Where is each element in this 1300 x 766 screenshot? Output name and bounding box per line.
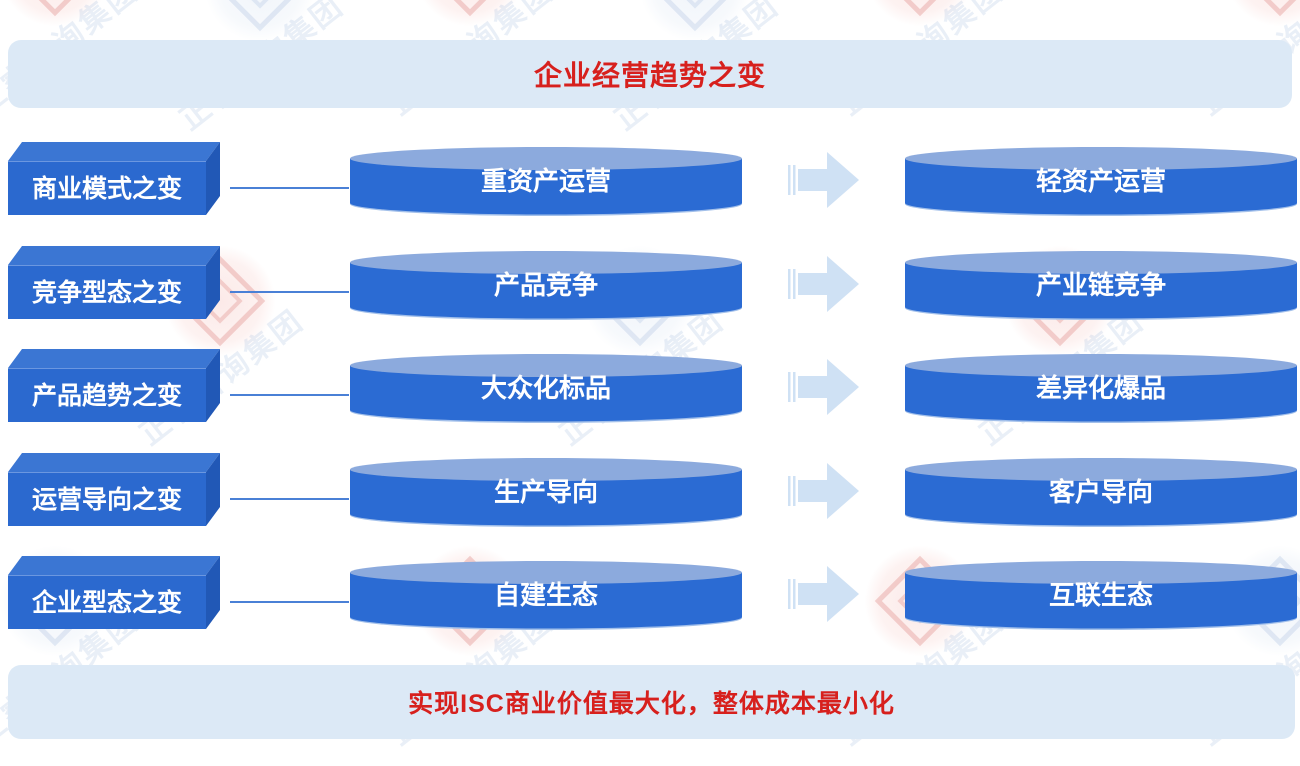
- category-label: 运营导向之变: [32, 485, 182, 514]
- category-label: 商业模式之变: [32, 174, 182, 203]
- category-box-3d: 企业型态之变: [8, 556, 220, 629]
- trend-row: 商业模式之变 重资产运营 轻资产运营: [0, 142, 1300, 218]
- after-cylinder: 轻资产运营: [905, 147, 1297, 216]
- brand-diamond-icon: [9, 0, 101, 17]
- after-label: 轻资产运营: [1036, 166, 1166, 196]
- brand-diamond-icon: [424, 0, 516, 17]
- footer-banner: 实现ISC商业价值最大化，整体成本最小化: [8, 665, 1295, 739]
- before-cylinder: 生产导向: [350, 458, 742, 527]
- transition-arrow-icon: [788, 359, 859, 415]
- trend-row: 企业型态之变 自建生态 互联生态: [0, 556, 1300, 632]
- brand-logo-icon: [639, 0, 751, 42]
- connector-line: [230, 394, 349, 396]
- before-cylinder: 产品竞争: [350, 251, 742, 320]
- brand-logo-icon: [0, 0, 111, 27]
- connector-line: [230, 601, 349, 603]
- before-cylinder: 自建生态: [350, 561, 742, 630]
- transition-arrow-icon: [788, 566, 859, 622]
- connector-line: [230, 498, 349, 500]
- category-box-3d: 产品趋势之变: [8, 349, 220, 422]
- before-cylinder: 大众化标品: [350, 354, 742, 423]
- before-label: 产品竞争: [494, 270, 598, 300]
- brand-logo-icon: [1224, 0, 1300, 27]
- footer-text: 实现ISC商业价值最大化，整体成本最小化: [408, 690, 895, 718]
- brand-logo-icon: [204, 0, 316, 42]
- transition-arrow-icon: [788, 152, 859, 208]
- after-label: 产业链竞争: [1036, 270, 1166, 300]
- connector-line: [230, 291, 349, 293]
- transition-arrow-icon: [788, 256, 859, 312]
- before-label: 大众化标品: [481, 373, 611, 403]
- category-label: 企业型态之变: [32, 588, 182, 617]
- before-cylinder: 重资产运营: [350, 147, 742, 216]
- category-box-3d: 商业模式之变: [8, 142, 220, 215]
- brand-diamond-icon: [1234, 0, 1300, 17]
- before-label: 重资产运营: [481, 166, 611, 196]
- category-label: 竞争型态之变: [32, 278, 182, 307]
- title-banner: 企业经营趋势之变: [8, 40, 1292, 108]
- after-cylinder: 产业链竞争: [905, 251, 1297, 320]
- brand-logo-icon: [414, 0, 526, 27]
- brand-diamond-icon: [874, 0, 966, 17]
- after-cylinder: 客户导向: [905, 458, 1297, 527]
- after-label: 差异化爆品: [1036, 373, 1166, 403]
- category-box-3d: 运营导向之变: [8, 453, 220, 526]
- connector-line: [230, 187, 349, 189]
- transition-arrow-icon: [788, 463, 859, 519]
- page-title: 企业经营趋势之变: [533, 60, 766, 91]
- trend-row: 产品趋势之变 大众化标品 差异化爆品: [0, 349, 1300, 425]
- trend-row: 运营导向之变 生产导向 客户导向: [0, 453, 1300, 529]
- brand-diamond-icon: [649, 0, 741, 32]
- brand-diamond-icon: [214, 0, 306, 32]
- before-label: 生产导向: [494, 477, 598, 507]
- trend-row: 竞争型态之变 产品竞争 产业链竞争: [0, 246, 1300, 322]
- after-cylinder: 互联生态: [905, 561, 1297, 630]
- after-label: 互联生态: [1049, 580, 1153, 610]
- after-label: 客户导向: [1049, 477, 1153, 507]
- after-cylinder: 差异化爆品: [905, 354, 1297, 423]
- before-label: 自建生态: [494, 580, 598, 610]
- brand-logo-icon: [864, 0, 976, 27]
- category-label: 产品趋势之变: [32, 381, 182, 410]
- category-box-3d: 竞争型态之变: [8, 246, 220, 319]
